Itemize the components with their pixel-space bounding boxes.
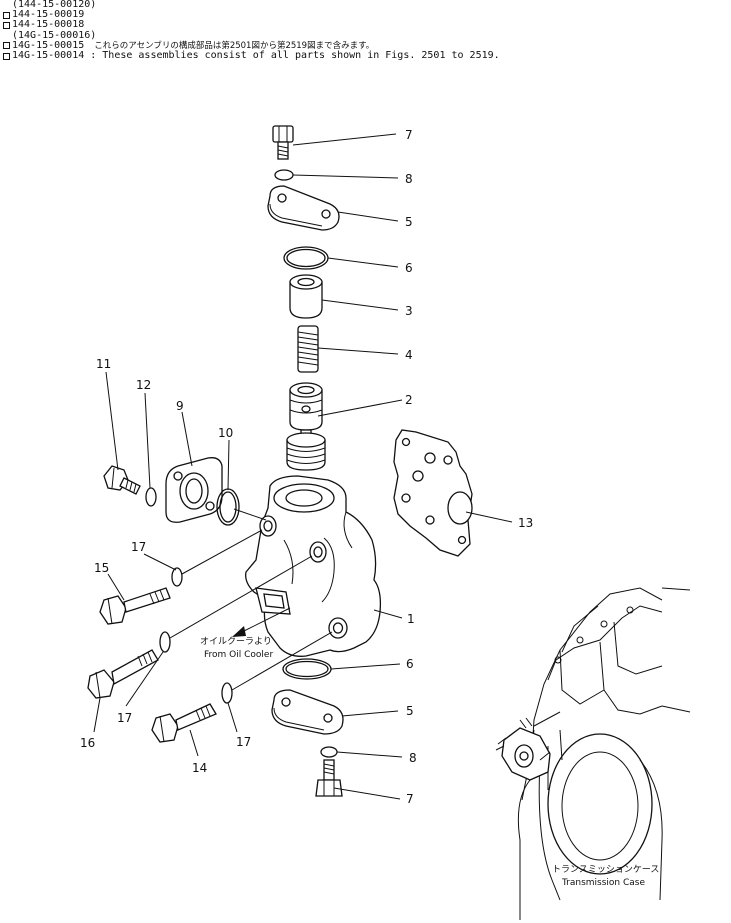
transmission-case-caption-jp: トランスミッションケース xyxy=(552,864,659,875)
callout-17-lower-left: 17 xyxy=(117,711,132,725)
header-line-6: 14G-15-00014 : These assemblies consist o… xyxy=(3,49,500,61)
callout-10: 10 xyxy=(218,426,233,440)
checkbox-icon xyxy=(3,42,10,50)
callout-8-lower: 8 xyxy=(409,751,417,765)
header-line-4: (14G-15-00016) xyxy=(3,29,500,41)
cover-part-5-bottom xyxy=(271,689,344,735)
bolt-part-11 xyxy=(103,465,141,495)
o-ring-part-6-top xyxy=(283,246,329,270)
gasket-part-13 xyxy=(393,429,473,557)
header-line-1: (144-15-00120) xyxy=(3,0,500,10)
callout-7-lower: 7 xyxy=(406,792,414,806)
leader-lines xyxy=(93,133,513,800)
washer-part-17-c xyxy=(221,682,233,704)
callout-8: 8 xyxy=(405,172,413,186)
header-line-2: 144-15-00019 xyxy=(3,9,500,21)
part-number: (144-15-00120) xyxy=(12,0,97,10)
washer-part-8-bottom xyxy=(320,746,338,758)
callout-15: 15 xyxy=(94,561,109,575)
callout-17-lower-right: 17 xyxy=(236,735,251,749)
callout-14: 14 xyxy=(192,761,207,775)
callout-3: 3 xyxy=(405,304,413,318)
washer-part-12 xyxy=(145,487,157,507)
callout-9: 9 xyxy=(176,399,184,413)
spring-part-4 xyxy=(297,325,319,373)
flange-part-9 xyxy=(165,457,223,523)
bolt-part-15 xyxy=(99,587,171,625)
part-number: 144-15-00019 xyxy=(12,9,85,21)
transmission-case-illustration xyxy=(495,587,691,920)
washer-part-17-b xyxy=(159,631,171,653)
plug-part-3 xyxy=(289,274,323,319)
part-number: 14G-15-00014 xyxy=(12,49,85,61)
assembly-note-jp: これらのアセンブリの構成部品は第2501図から第2519図まで含みます。 xyxy=(94,40,375,51)
callout-5: 5 xyxy=(405,215,413,229)
oil-cooler-caption-jp: オイルクーラより xyxy=(200,636,272,647)
oil-cooler-caption-en: From Oil Cooler xyxy=(204,650,273,660)
washer-part-17-a xyxy=(171,567,183,587)
bolt-part-14 xyxy=(151,703,217,743)
callout-2: 2 xyxy=(405,393,413,407)
transmission-case-caption-en: Transmission Case xyxy=(561,878,645,888)
part-number: (14G-15-00016) xyxy=(12,29,97,41)
valve-spool-part-2 xyxy=(286,382,326,471)
washer-part-8-top xyxy=(274,169,294,181)
callout-1: 1 xyxy=(407,612,415,626)
callout-7: 7 xyxy=(405,128,413,142)
callout-6-lower: 6 xyxy=(406,657,414,671)
valve-body-part-1 xyxy=(245,475,382,657)
bolt-part-7-bottom xyxy=(315,759,343,797)
callout-6: 6 xyxy=(405,261,413,275)
callout-17: 17 xyxy=(131,540,146,554)
callout-12: 12 xyxy=(136,378,151,392)
checkbox-icon xyxy=(3,11,10,19)
assembly-header: (144-15-00120) 144-15-00019 144-15-00018… xyxy=(3,0,500,61)
callout-4: 4 xyxy=(405,348,413,362)
callout-16: 16 xyxy=(80,736,95,750)
cover-part-5-top xyxy=(267,185,340,231)
bolt-part-16 xyxy=(87,649,159,699)
header-line-5: 14G-15-00015 これらのアセンブリの構成部品は第2501図から第2519… xyxy=(3,39,500,51)
callout-13: 13 xyxy=(518,516,533,530)
part-number: 14G-15-00015 xyxy=(12,39,85,51)
assembly-note-en: : These assemblies consist of all parts … xyxy=(90,49,500,61)
bolt-part-7-top xyxy=(272,125,294,160)
callout-11: 11 xyxy=(96,357,111,371)
header-line-3: 144-15-00018 xyxy=(3,20,500,30)
callout-5-lower: 5 xyxy=(406,704,414,718)
checkbox-icon xyxy=(3,21,10,29)
flow-arrow-icon xyxy=(232,607,291,637)
part-number: 144-15-00018 xyxy=(12,19,85,31)
checkbox-icon xyxy=(3,52,10,60)
